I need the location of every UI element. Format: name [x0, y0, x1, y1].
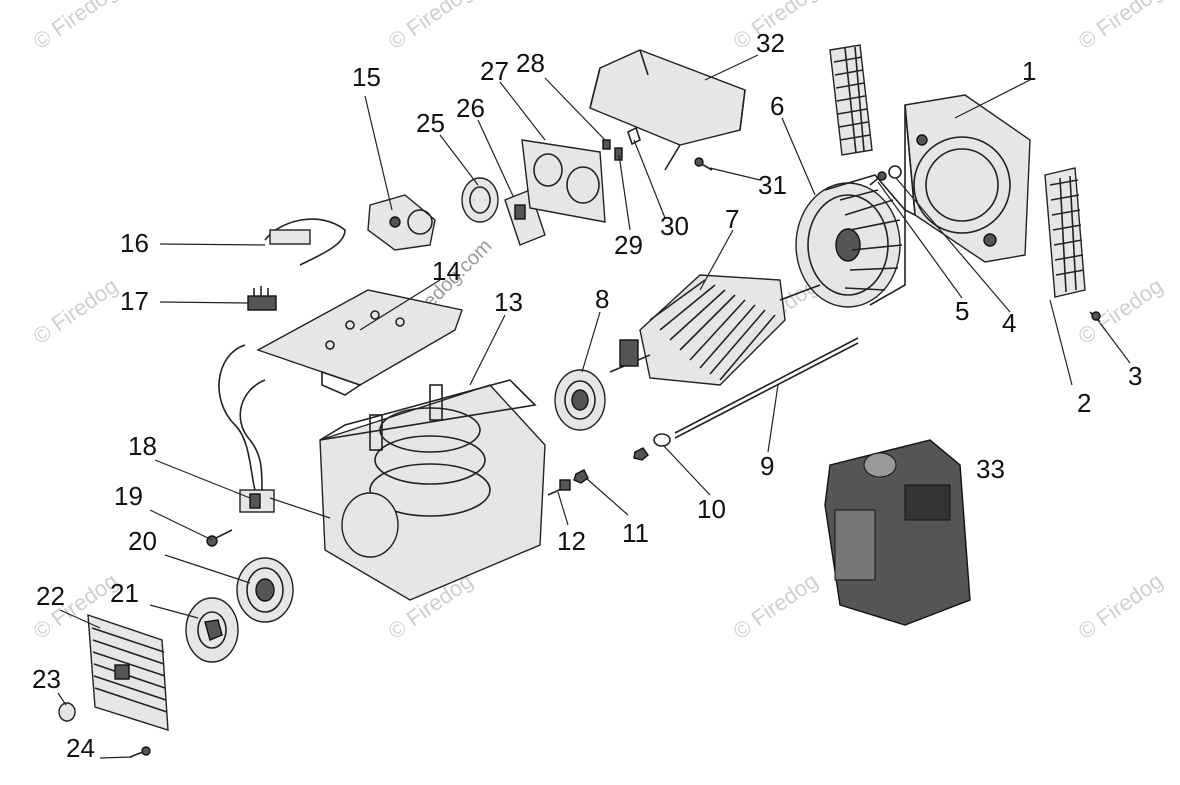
- part-12-stud: [547, 479, 571, 496]
- watermark: © Firedog: [1074, 568, 1168, 644]
- watermark: © Firedog: [29, 0, 123, 54]
- part-32-control-cover: [589, 49, 746, 171]
- part-15-terminal-block: [367, 194, 436, 251]
- part-9-through-bolt: [674, 337, 859, 439]
- callout-19: 19: [114, 481, 143, 511]
- part-27-control-panel: [521, 139, 606, 223]
- part-33-engine-block: [824, 439, 971, 626]
- callout-3: 3: [1128, 361, 1142, 391]
- callout-25: 25: [416, 108, 445, 138]
- part-13-stator-housing: [319, 379, 546, 601]
- callout-5: 5: [955, 296, 969, 326]
- callout-16: 16: [120, 228, 149, 258]
- callout-15: 15: [352, 62, 381, 92]
- callout-31: 31: [758, 170, 787, 200]
- part-29-clip: [614, 147, 623, 161]
- callout-10: 10: [697, 494, 726, 524]
- callout-12: 12: [557, 526, 586, 556]
- part-8-bearing: [554, 369, 606, 431]
- part-7-rotor: [609, 274, 821, 386]
- callout-26: 26: [456, 93, 485, 123]
- part-28-clip: [602, 139, 611, 150]
- part-18-brush-holder: [239, 489, 275, 513]
- part-2-side-grille: [1044, 167, 1086, 298]
- callout-9: 9: [760, 451, 774, 481]
- callout-23: 23: [32, 664, 61, 694]
- watermark: © Firedog: [1074, 0, 1168, 54]
- part-lead-wires: [218, 344, 266, 491]
- part-23-cap: [58, 702, 76, 722]
- watermark: © Firedog: [384, 0, 478, 54]
- callout-1: 1: [1022, 56, 1036, 86]
- part-4-washer: [888, 165, 902, 179]
- part-22-rear-grille-cover: [87, 613, 169, 731]
- callout-labels: 1 2 3 4 5 6 7 8 9 10 11 12 13 14 15 16 1…: [32, 28, 1142, 763]
- part-31-screw: [694, 157, 713, 171]
- callout-33: 33: [976, 454, 1005, 484]
- callout-22: 22: [36, 581, 65, 611]
- part-19-screw: [206, 529, 233, 547]
- part-10-washer-nut: [633, 433, 671, 461]
- callout-2: 2: [1077, 388, 1091, 418]
- part-26-receptacle: [504, 189, 546, 246]
- part-21-end-cap: [185, 597, 239, 663]
- callout-17: 17: [120, 286, 149, 316]
- callout-20: 20: [128, 526, 157, 556]
- callout-13: 13: [494, 287, 523, 317]
- part-1-end-bell-housing: [904, 94, 1031, 263]
- part-24-screw: [129, 746, 151, 758]
- callout-6: 6: [770, 91, 784, 121]
- callout-30: 30: [660, 211, 689, 241]
- part-3-screw: [1089, 311, 1101, 323]
- part-17-connector: [247, 286, 277, 311]
- watermark: © Firedog: [29, 273, 123, 349]
- part-11-nut: [573, 469, 589, 484]
- part-20-bearing: [236, 557, 294, 623]
- callout-11: 11: [622, 518, 649, 548]
- callout-29: 29: [614, 230, 643, 260]
- callout-32: 32: [756, 28, 785, 58]
- part-6-cooling-fan: [795, 174, 906, 308]
- leader-lines: [57, 54, 1131, 759]
- callout-14: 14: [432, 256, 461, 286]
- part-5-bolt: [869, 171, 887, 186]
- callout-24: 24: [66, 733, 95, 763]
- part-top-grille: [829, 44, 873, 156]
- callout-7: 7: [725, 204, 739, 234]
- part-30-clip: [627, 126, 641, 146]
- callout-28: 28: [516, 48, 545, 78]
- part-14-mounting-plate: [256, 289, 463, 396]
- part-16-wire-harness: [264, 218, 346, 266]
- watermark: © Firedog: [1074, 273, 1168, 349]
- watermark: © Firedog: [729, 568, 823, 644]
- callout-8: 8: [595, 284, 609, 314]
- callout-21: 21: [110, 578, 139, 608]
- part-25-receptacle: [461, 177, 499, 223]
- callout-4: 4: [1002, 308, 1016, 338]
- callout-27: 27: [480, 56, 509, 86]
- callout-18: 18: [128, 431, 157, 461]
